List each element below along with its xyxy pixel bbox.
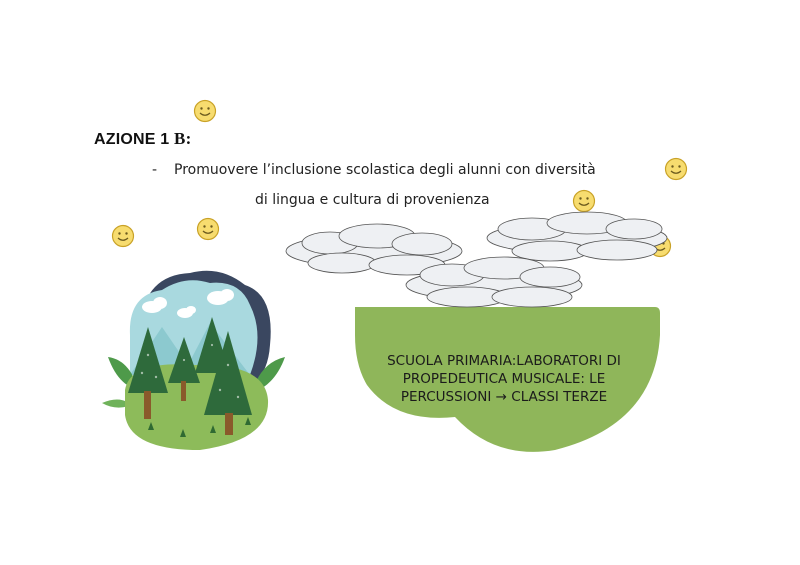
green-box-text: SCUOLA PRIMARIA:LABORATORI DI PROPEDEUTI… [378,352,630,406]
forest-illustration [102,270,285,450]
green-box-line: SCUOLA PRIMARIA:LABORATORI DI [387,353,621,369]
smiley-icon [572,189,596,213]
smiley-icon [111,224,135,248]
green-box-line: PERCUSSIONI → CLASSI TERZE [400,389,608,405]
heading-text: AZIONE 1 [94,131,175,148]
green-box-shape [355,307,660,452]
bullet-item: -Promuovere l’inclusione scolastica degl… [152,162,596,178]
smiley-icon [193,99,217,123]
section-heading: AZIONE 1 B: [94,129,191,149]
bullet-dash: - [152,162,158,178]
heading-letter: B: [174,129,192,148]
cloud-shape [486,211,668,262]
smiley-icon [196,217,220,241]
bullet-line-2: di lingua e cultura di provenienza [255,192,490,208]
cloud-shape [285,223,463,276]
cloud-shape [405,256,583,308]
smiley-icon [664,157,688,181]
clouds-illustration [285,211,668,308]
bullet-line-1: Promuovere l’inclusione scolastica degli… [174,162,596,178]
green-box-line: PROPEDEUTICA MUSICALE: LE [402,371,606,387]
